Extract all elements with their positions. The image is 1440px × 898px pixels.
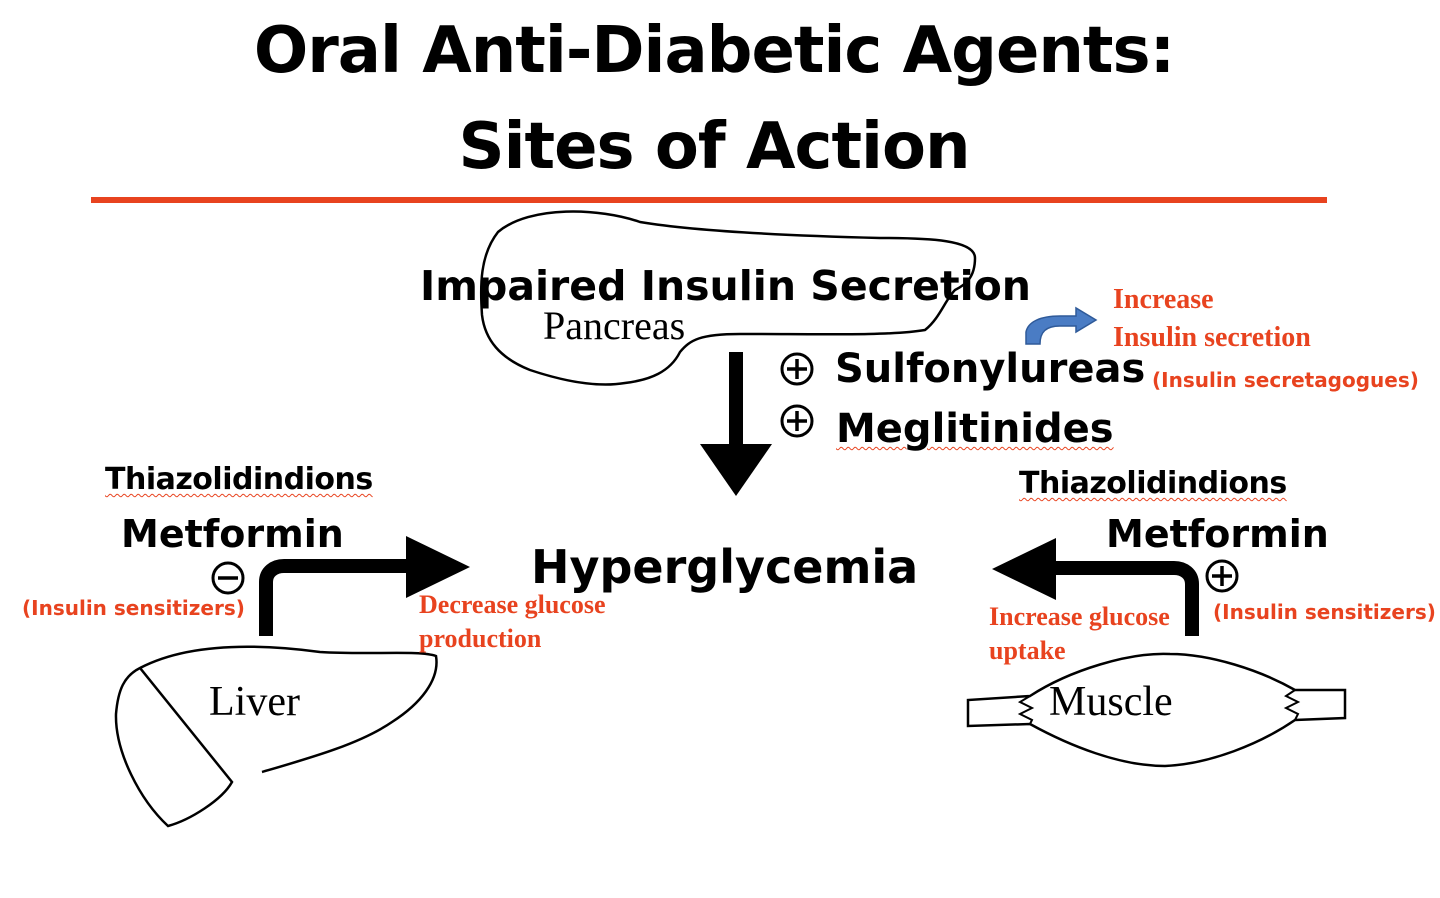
- liver-arrow-head: [406, 536, 470, 598]
- title-line-1: Oral Anti-Diabetic Agents:: [253, 14, 1175, 88]
- down-arrow-shaft: [729, 352, 743, 446]
- drug-sulfonylureas: Sulfonylureas: [835, 346, 1146, 392]
- drug-meglitinides: Meglitinides: [836, 406, 1114, 452]
- muscle-label: Muscle: [1049, 679, 1173, 725]
- pancreas-label: Pancreas: [543, 303, 686, 348]
- hyperglycemia-label: Hyperglycemia: [531, 540, 919, 594]
- muscle-arrow-shaft: [1050, 561, 1199, 636]
- muscle-drug-class: (Insulin sensitizers): [1213, 600, 1436, 624]
- muscle-tendon-right: [1283, 689, 1301, 721]
- title-divider: [91, 197, 1327, 203]
- liver-label: Liver: [209, 679, 300, 725]
- pancreas-effect-line-1: Increase: [1113, 284, 1214, 315]
- muscle-drug-thiazolidindions: Thiazolidindions: [1019, 466, 1287, 501]
- liver-effect-line-2: production: [419, 624, 542, 653]
- liver-arrow-shaft: [259, 559, 410, 636]
- plus-circle-muscle: [1205, 559, 1239, 593]
- muscle-effect-line-2: uptake: [989, 636, 1066, 665]
- muscle-tendon-left: [1017, 695, 1035, 725]
- plus-circle-meglitinides: [780, 404, 814, 438]
- pancreas-effect-line-2: Insulin secretion: [1113, 322, 1311, 353]
- liver-outline: [114, 645, 438, 828]
- blue-curved-arrow: [1025, 306, 1098, 345]
- pancreas-heading: Impaired Insulin Secretion: [420, 262, 1031, 310]
- plus-circle-sulfonylureas: [780, 352, 814, 386]
- muscle-drug-metformin: Metformin: [1106, 512, 1329, 556]
- muscle-effect-line-1: Increase glucose: [989, 602, 1170, 631]
- muscle-arrow-head: [992, 538, 1056, 600]
- liver-drug-metformin: Metformin: [121, 512, 344, 556]
- liver-drug-class: (Insulin sensitizers): [22, 596, 245, 620]
- down-arrow-head: [700, 444, 772, 496]
- pancreas-drug-class: (Insulin secretagogues): [1152, 368, 1419, 392]
- liver-effect-line-1: Decrease glucose: [419, 590, 606, 619]
- minus-circle-liver: [211, 561, 245, 595]
- title-line-2: Sites of Action: [458, 110, 970, 184]
- liver-drug-thiazolidindions: Thiazolidindions: [105, 462, 373, 497]
- pancreas-outline: [479, 210, 977, 386]
